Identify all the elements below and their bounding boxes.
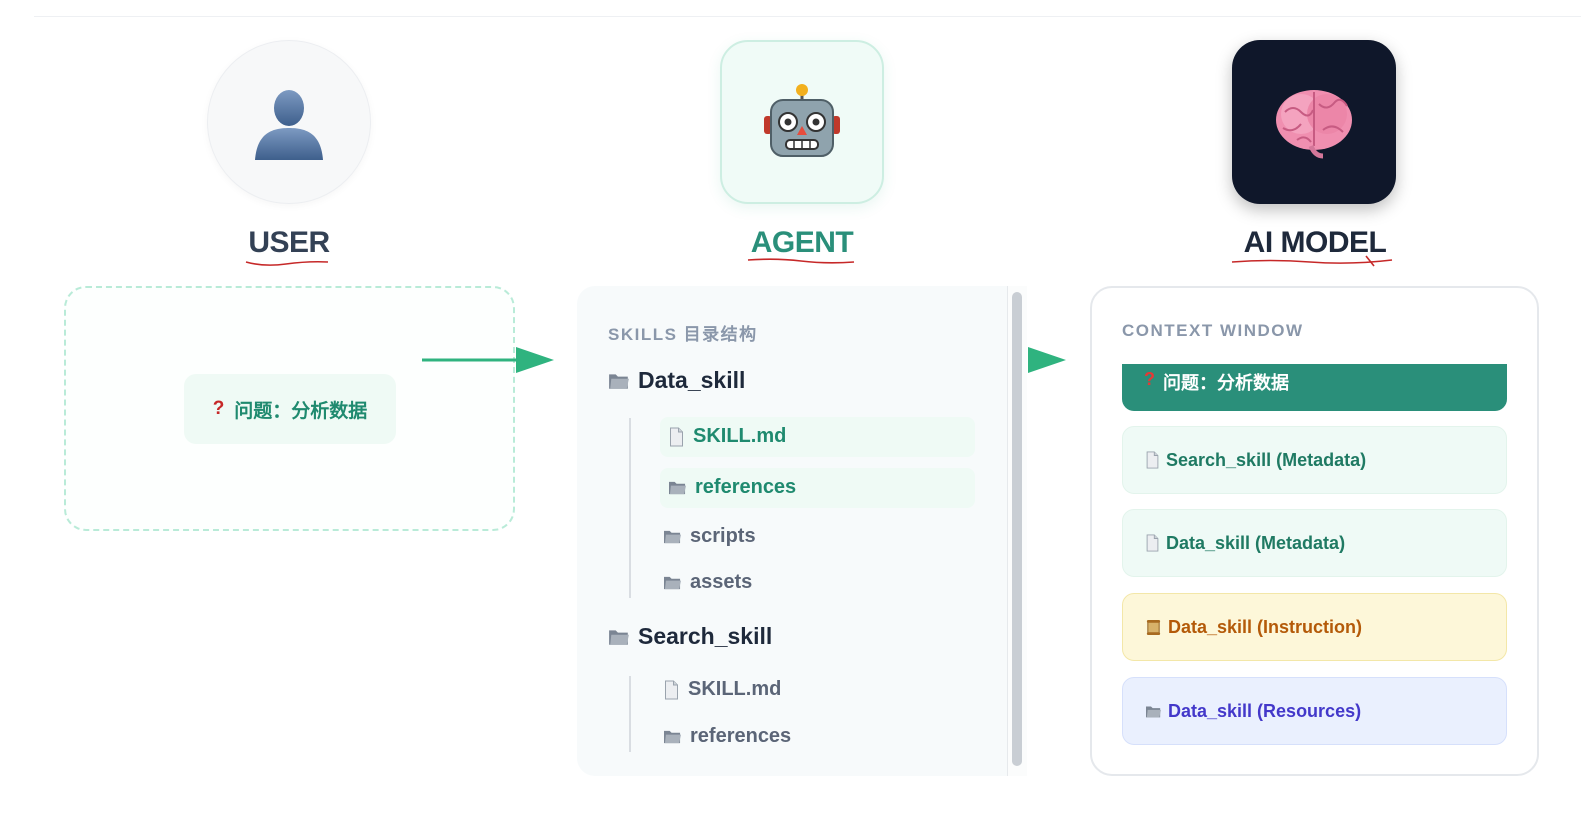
user-underline	[245, 260, 329, 266]
user-label: USER	[248, 226, 330, 259]
skill-md-highlight	[660, 417, 975, 457]
agent-avatar	[720, 40, 884, 204]
skills-panel	[577, 286, 1027, 776]
arrow-user-to-agent	[422, 347, 554, 373]
tree-folder-assets[interactable]: assets	[663, 571, 752, 594]
folder-icon	[663, 728, 682, 745]
file-icon	[663, 680, 680, 700]
tree-folder-references[interactable]: references	[668, 476, 796, 499]
data-skill-tree-line	[629, 418, 631, 598]
folder-icon	[668, 479, 687, 496]
robot-icon	[764, 84, 840, 157]
scroll-icon	[1145, 619, 1162, 636]
arrow-agent-to-model	[1028, 347, 1066, 373]
folder-icon	[608, 371, 630, 391]
user-question-chip[interactable]: ? 问题：分析数据	[184, 374, 396, 444]
tree-file-skill-md[interactable]: SKILL.md	[668, 425, 786, 448]
folder-icon	[663, 528, 682, 545]
context-question-text: 问题：分析数据	[1163, 373, 1289, 393]
skills-scrollbar-thumb[interactable]	[1012, 292, 1022, 766]
model-underline	[1231, 255, 1393, 267]
tree-folder-references[interactable]: references	[663, 725, 791, 748]
top-divider	[34, 16, 1581, 17]
question-mark-icon: ?	[212, 398, 225, 419]
references-highlight	[660, 468, 975, 508]
tree-folder-data-skill[interactable]: Data_skill	[608, 367, 745, 394]
agent-label: AGENT	[750, 226, 854, 259]
folder-icon	[1145, 704, 1162, 719]
context-card-data-resources[interactable]: Data_skill (Resources)	[1122, 677, 1507, 745]
context-card-data-metadata[interactable]: Data_skill (Metadata)	[1122, 509, 1507, 577]
skills-heading: SKILLS 目录结构	[608, 325, 758, 344]
context-window-heading: CONTEXT WINDOW	[1122, 321, 1304, 340]
brain-icon	[1276, 90, 1352, 159]
agent-underline	[747, 258, 855, 264]
folder-icon	[608, 627, 630, 647]
model-avatar	[1232, 40, 1396, 204]
user-avatar	[207, 40, 371, 204]
file-icon	[668, 427, 685, 447]
context-card-search-metadata[interactable]: Search_skill (Metadata)	[1122, 426, 1507, 494]
question-mark-icon: ?	[1144, 369, 1155, 389]
context-card-data-instruction[interactable]: Data_skill (Instruction)	[1122, 593, 1507, 661]
tree-file-skill-md[interactable]: SKILL.md	[663, 678, 781, 701]
tree-folder-search-skill[interactable]: Search_skill	[608, 623, 772, 650]
user-silhouette-icon	[255, 90, 323, 160]
search-skill-tree-line	[629, 676, 631, 752]
file-icon	[1145, 534, 1160, 552]
user-question-text: 问题：分析数据	[234, 400, 368, 422]
tree-folder-scripts[interactable]: scripts	[663, 525, 756, 548]
context-question-card[interactable]: ? 问题：分析数据	[1122, 364, 1507, 411]
model-label: AI MODEL	[1243, 226, 1387, 259]
file-icon	[1145, 451, 1160, 469]
folder-icon	[663, 574, 682, 591]
